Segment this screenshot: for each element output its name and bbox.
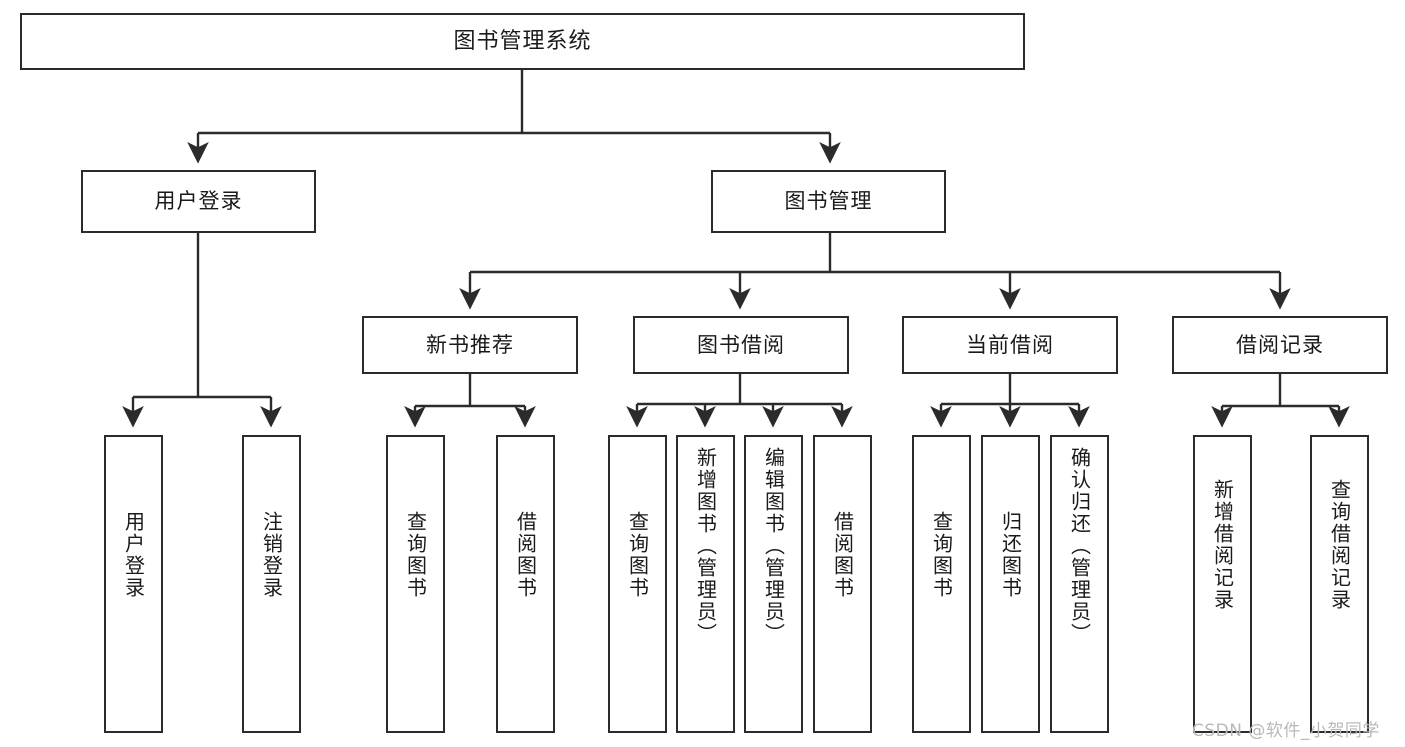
node-leaf-confirm-return[interactable]: 确认归还（管理员） — [1050, 435, 1109, 733]
node-label: 借阅图书 — [830, 511, 855, 599]
node-leaf-add-record[interactable]: 新增借阅记录 — [1193, 435, 1252, 733]
node-label: 借阅记录 — [1236, 332, 1324, 357]
node-leaf-query-book-2[interactable]: 查询图书 — [608, 435, 667, 733]
node-label: 当前借阅 — [966, 332, 1054, 357]
node-borrow-record[interactable]: 借阅记录 — [1172, 316, 1388, 374]
node-label: 用户登录 — [121, 511, 146, 599]
node-leaf-borrow-book-2[interactable]: 借阅图书 — [813, 435, 872, 733]
node-label: 新增图书（管理员） — [693, 447, 718, 645]
node-label: 图书管理系统 — [453, 28, 592, 54]
node-label: 用户登录 — [154, 189, 243, 214]
node-label: 查询借阅记录 — [1327, 479, 1352, 611]
node-leaf-query-book-1[interactable]: 查询图书 — [386, 435, 445, 733]
node-label: 图书管理 — [784, 189, 873, 214]
node-book-manage[interactable]: 图书管理 — [711, 170, 946, 233]
node-label: 查询图书 — [625, 511, 650, 599]
node-label: 新书推荐 — [426, 332, 514, 357]
node-new-book-recommend[interactable]: 新书推荐 — [362, 316, 578, 374]
watermark-credit: CSDN @软件_小贺同学 — [1192, 721, 1380, 741]
node-label: 确认归还（管理员） — [1067, 447, 1092, 645]
node-leaf-return-book[interactable]: 归还图书 — [981, 435, 1040, 733]
node-current-borrow[interactable]: 当前借阅 — [902, 316, 1118, 374]
node-label: 新增借阅记录 — [1210, 479, 1235, 611]
node-leaf-edit-book[interactable]: 编辑图书（管理员） — [744, 435, 803, 733]
node-label: 编辑图书（管理员） — [761, 447, 786, 645]
node-label: 查询图书 — [929, 511, 954, 599]
node-root-system[interactable]: 图书管理系统 — [20, 13, 1025, 70]
node-user-login[interactable]: 用户登录 — [81, 170, 316, 233]
node-leaf-borrow-book-1[interactable]: 借阅图书 — [496, 435, 555, 733]
node-label: 图书借阅 — [697, 332, 785, 357]
node-label: 注销登录 — [259, 511, 284, 599]
node-book-borrow[interactable]: 图书借阅 — [633, 316, 849, 374]
node-label: 借阅图书 — [513, 511, 538, 599]
node-leaf-query-book-3[interactable]: 查询图书 — [912, 435, 971, 733]
node-leaf-user-login[interactable]: 用户登录 — [104, 435, 163, 733]
node-label: 归还图书 — [998, 511, 1023, 599]
node-leaf-add-book[interactable]: 新增图书（管理员） — [676, 435, 735, 733]
node-leaf-logout-login[interactable]: 注销登录 — [242, 435, 301, 733]
node-leaf-query-record[interactable]: 查询借阅记录 — [1310, 435, 1369, 733]
node-label: 查询图书 — [403, 511, 428, 599]
